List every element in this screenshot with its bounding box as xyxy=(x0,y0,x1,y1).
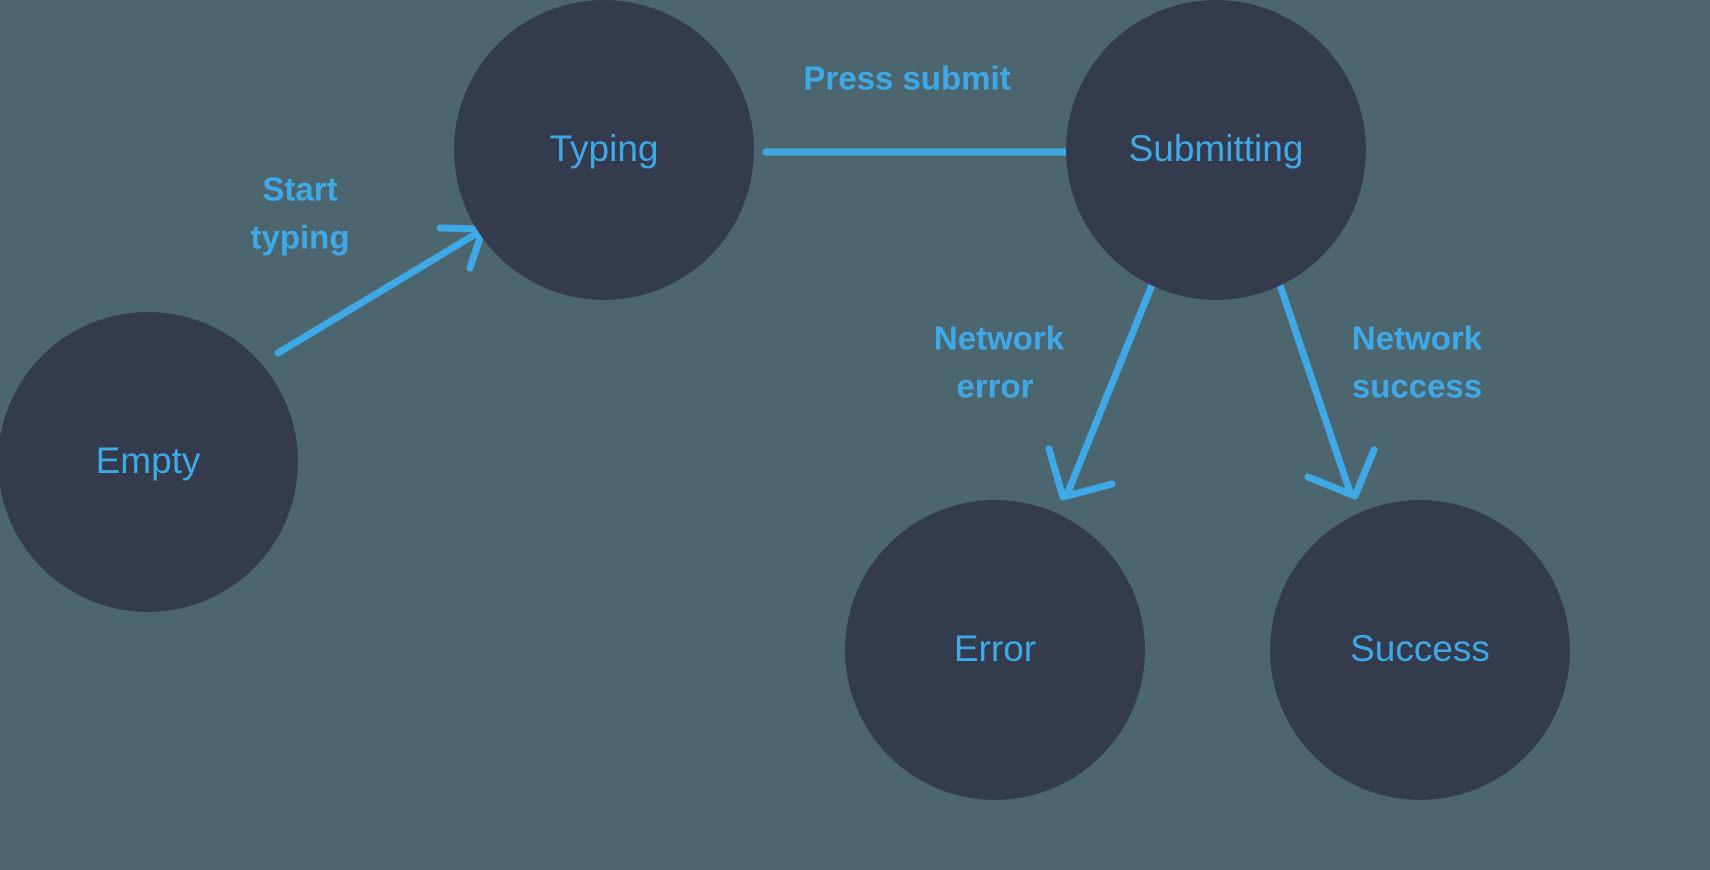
node-empty[interactable]: Empty xyxy=(0,312,298,612)
edge-label-submitting-to-error: Network error xyxy=(934,320,1065,405)
edge-line-submitting-to-success xyxy=(1276,281,1354,496)
node-label-submitting: Submitting xyxy=(1129,128,1304,169)
edge-label-typing-to-submitting: Press submit xyxy=(803,60,1010,97)
edge-line-submitting-to-error xyxy=(1064,281,1156,496)
edge-submitting-to-success xyxy=(1276,281,1378,500)
node-circle-success[interactable] xyxy=(1270,500,1570,800)
edge-label-submitting-to-success: Network success xyxy=(1352,320,1483,405)
node-circle-typing[interactable] xyxy=(454,0,754,300)
edge-label-line-network: Network xyxy=(934,320,1065,357)
node-circle-error[interactable] xyxy=(845,500,1145,800)
node-label-typing: Typing xyxy=(549,128,658,169)
node-circle-submitting[interactable] xyxy=(1066,0,1366,300)
node-label-empty: Empty xyxy=(96,440,201,481)
edge-label-line-press-submit: Press submit xyxy=(803,60,1010,97)
node-label-success: Success xyxy=(1350,628,1490,669)
node-error[interactable]: Error xyxy=(845,500,1145,800)
node-success[interactable]: Success xyxy=(1270,500,1570,800)
node-label-error: Error xyxy=(954,628,1036,669)
node-typing[interactable]: Typing xyxy=(454,0,754,300)
arrowhead-submitting-to-success xyxy=(1304,446,1378,500)
edge-label-line-network: Network xyxy=(1352,320,1483,357)
edge-label-line-success: success xyxy=(1352,368,1482,405)
edge-label-line-typing: typing xyxy=(251,219,350,256)
arrowhead-submitting-to-error xyxy=(1045,445,1116,501)
node-circle-empty[interactable] xyxy=(0,312,298,612)
edge-submitting-to-error xyxy=(1045,281,1156,501)
edge-label-line-error: error xyxy=(956,368,1033,405)
node-submitting[interactable]: Submitting xyxy=(1066,0,1366,300)
edge-line-empty-to-typing xyxy=(274,228,483,357)
edge-label-empty-to-typing: Start typing xyxy=(251,171,350,256)
edge-label-line-start: Start xyxy=(262,171,337,208)
